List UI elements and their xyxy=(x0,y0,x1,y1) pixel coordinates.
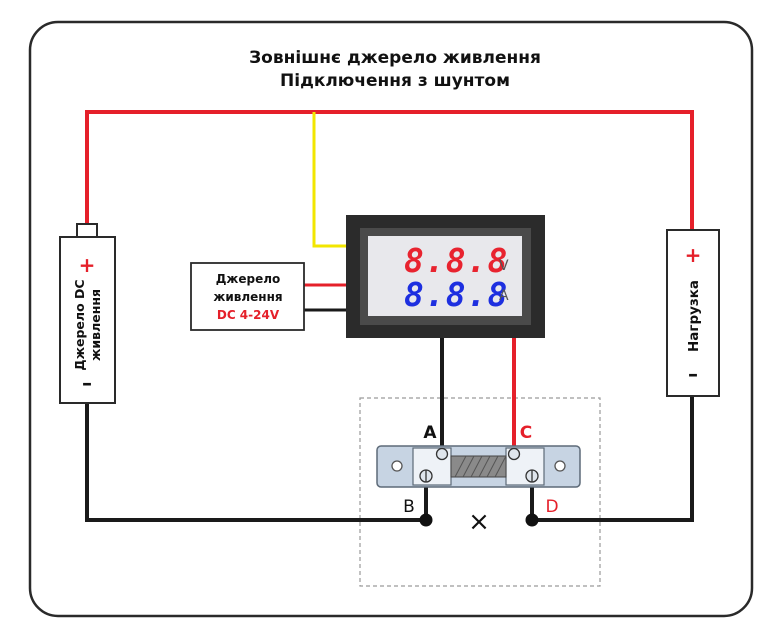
wire-red-top xyxy=(85,110,694,233)
point-b-label: B xyxy=(403,497,415,517)
battery xyxy=(59,236,116,404)
shunt-mount-hole-left xyxy=(391,460,403,472)
battery-terminal xyxy=(76,223,98,239)
power-supply-line-3: DC 4-24V xyxy=(217,308,280,322)
screw-c xyxy=(507,447,521,461)
power-supply-box xyxy=(190,262,305,331)
point-c-label: C xyxy=(520,423,532,443)
point-d-label: D xyxy=(545,497,558,517)
wire-black-bottom-right xyxy=(532,396,694,522)
voltage-unit: V xyxy=(499,258,509,274)
battery-label-2: живлення xyxy=(88,289,103,361)
battery-plus: + xyxy=(79,253,96,277)
screw-a xyxy=(435,447,449,461)
meter-display xyxy=(368,236,522,316)
title-line-1: Зовнішнє джерело живлення xyxy=(249,48,541,68)
power-supply-line-2: живлення xyxy=(213,290,282,304)
break-mark: × xyxy=(468,507,490,537)
point-a-label: A xyxy=(423,423,437,443)
voltage-reading: 8.8.8 xyxy=(404,241,508,280)
shunt-resistor-hatch xyxy=(454,455,507,478)
load-minus: – xyxy=(688,362,698,386)
load-label: Нагрузка xyxy=(686,280,702,352)
junction-b xyxy=(419,513,433,527)
current-reading: 8.8.8 xyxy=(404,275,508,314)
junction-d xyxy=(525,513,539,527)
wire-black-bottom-left xyxy=(85,402,426,522)
shunt-area xyxy=(359,397,601,587)
battery-label-1: Джерело DC xyxy=(72,279,87,370)
load xyxy=(666,229,720,397)
shunt-mount-hole-right xyxy=(554,460,566,472)
battery-minus: – xyxy=(82,371,92,395)
power-supply-line-1: Джерело xyxy=(216,272,281,286)
load-plus: + xyxy=(685,243,702,267)
title-line-2: Підключення з шунтом xyxy=(280,71,510,91)
shunt-resistor xyxy=(450,455,507,478)
wire-yellow xyxy=(312,112,348,248)
current-unit: A xyxy=(499,288,509,304)
